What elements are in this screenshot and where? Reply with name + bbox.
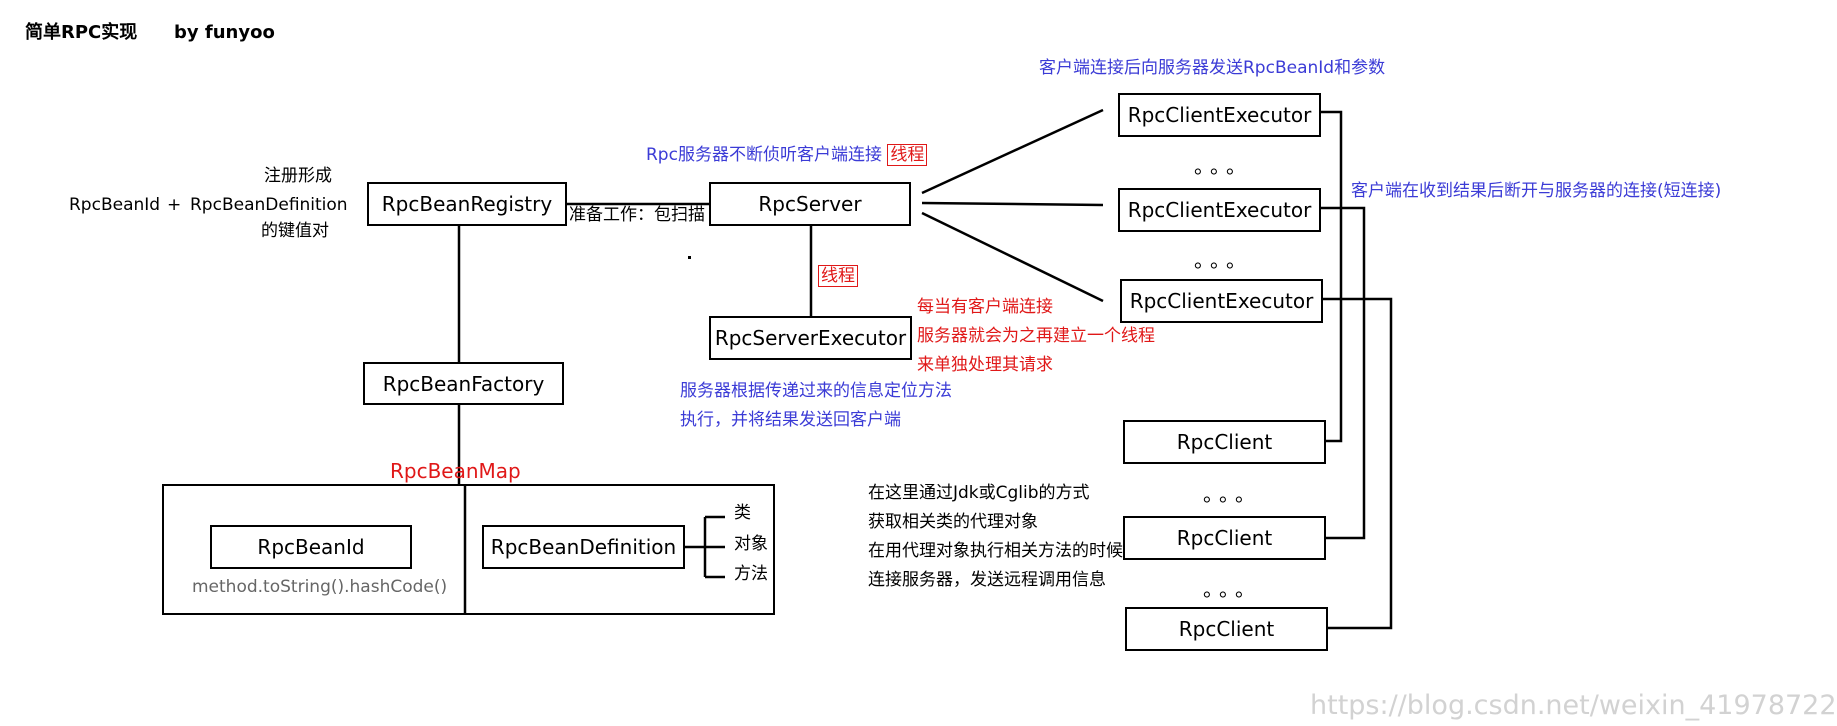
rpc-client-executor-box-1: RpcClientExecutor [1118,93,1321,137]
diagram-author: by funyoo [174,22,275,43]
rpc-bean-id-note: method.toString().hashCode() [192,577,448,597]
server-client-executor-1-line [921,108,1104,195]
rpc-client-box-1: RpcClient [1123,420,1326,464]
server-listen-thread-tag: 线程 [887,144,928,166]
server-locate-line2: 执行，并将结果发送回客户端 [680,410,901,430]
prepare-scan-annotation: 准备工作：包扫描 [569,205,705,225]
watermark: https://blog.csdn.net/weixin_41978722 [1310,690,1837,721]
per-connection-line3: 来单独处理其请求 [917,355,1053,375]
definition-class-label: 类 [734,503,751,523]
connector-lines [457,108,1393,630]
server-executor-thread-tag: 线程 [818,265,858,288]
server-client-executor-3-line [921,211,1104,303]
registry-note-bean-definition: RpcBeanDefinition [190,195,348,215]
registry-note-bean-id: RpcBeanId [69,195,161,215]
rpc-bean-id-box: RpcBeanId [210,525,412,569]
registry-note-line3: 的键值对 [261,221,329,241]
server-listen-annotation: Rpc服务器不断侦听客户端连接 线程 [646,144,928,166]
executor3-client3-connector [1320,297,1393,630]
rpc-bean-map-container [162,484,775,615]
executor2-client2-connector [1318,206,1366,540]
per-connection-line1: 每当有客户端连接 [917,297,1053,317]
server-client-executor-2-line [921,201,1104,207]
diagram-title: 简单RPC实现 [25,22,138,43]
per-connection-line2: 服务器就会为之再建立一个线程 [917,326,1155,346]
client-send-annotation: 客户端连接后向服务器发送RpcBeanId和参数 [1039,58,1386,78]
rpc-bean-definition-box: RpcBeanDefinition [482,525,685,569]
diagram-canvas: 简单RPC实现 by funyoo 注册形成 RpcBeanId + RpcBe… [25,22,1837,721]
rpc-bean-map-label: RpcBeanMap [390,459,521,483]
server-locate-line1: 服务器根据传递过来的信息定位方法 [680,381,952,401]
definition-object-label: 对象 [734,534,768,554]
rpc-client-box-3: RpcClient [1125,607,1328,651]
rpc-client-executor-box-2: RpcClientExecutor [1118,188,1321,232]
client-executor-ellipsis-1: 。。。 [1194,154,1252,178]
executor1-client1-connector [1318,110,1343,443]
client-disconnect-annotation: 客户端在收到结果后断开与服务器的连接(短连接) [1351,181,1722,201]
proxy-note-line1: 在这里通过Jdk或Cglib的方式 [868,483,1090,503]
proxy-note-line4: 连接服务器，发送远程调用信息 [868,570,1106,590]
rpc-client-executor-box-3: RpcClientExecutor [1120,279,1323,323]
definition-method-label: 方法 [734,564,768,584]
stray-dot [688,256,691,259]
rpc-bean-registry-box: RpcBeanRegistry [367,182,567,226]
proxy-note-line3: 在用代理对象执行相关方法的时候 [868,541,1123,561]
rpc-server-executor-box: RpcServerExecutor [709,316,912,360]
proxy-note-line2: 获取相关类的代理对象 [868,512,1038,532]
registry-note-line1: 注册形成 [264,166,332,186]
client-ellipsis-1: 。。。 [1203,482,1261,506]
rpc-client-box-2: RpcClient [1123,516,1326,560]
rpc-bean-factory-box: RpcBeanFactory [363,362,564,405]
registry-note-plus: + [167,195,182,215]
client-executor-ellipsis-2: 。。。 [1194,248,1252,272]
client-ellipsis-2: 。。。 [1203,577,1261,601]
rpc-server-box: RpcServer [709,182,911,226]
